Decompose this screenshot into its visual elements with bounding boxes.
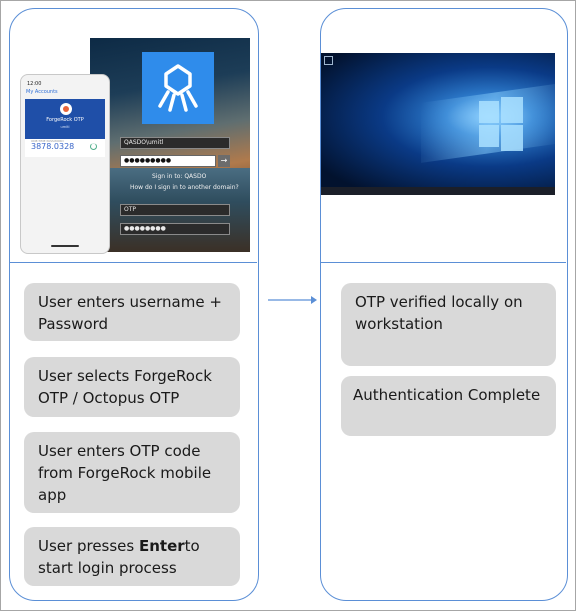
left-panel-divider [10,262,257,263]
otp-code: 3878.0328 [31,142,75,151]
home-indicator [51,245,79,247]
phone-screenshot: 12:00 My Accounts ForgeRock OTP umitl ON… [20,74,110,254]
timer-icon [90,143,97,150]
windows-desktop-screenshot [321,53,555,195]
step-text: Authentication Complete [353,386,541,404]
forgerock-icon [60,103,72,115]
app-name: ForgeRock OTP [46,117,84,123]
step-select-otp: User selects ForgeRock OTP / Octopus OTP [24,357,240,417]
windows-login-screenshot: QASDO\umitl ●●●●●●●●● → Sign in to: QASD… [90,38,250,252]
arrowhead-icon [311,296,317,304]
octopus-logo [142,52,214,124]
otp-label: ONE-TIME PASSWORD [31,139,64,143]
other-domain-link[interactable]: How do I sign in to another domain? [130,184,239,191]
step-text: OTP verified locally on workstation [355,293,523,333]
step-otp-verified: OTP verified locally on workstation [341,283,556,366]
step-text: User enters OTP code from ForgeRock mobi… [38,442,212,504]
otp-row [25,139,105,157]
account-card: ForgeRock OTP umitl [25,99,105,139]
step-text-after: to start login process [38,537,200,577]
step-press-enter: User presses Enterto start login process [24,527,240,586]
step-text: User selects ForgeRock OTP / Octopus OTP [38,367,212,407]
sign-in-to-label: Sign in to: QASDO [152,173,207,180]
octopus-icon [158,64,198,112]
otp-method-select[interactable]: OTP [120,204,230,216]
account-sub: umitl [60,125,70,129]
step-auth-complete: Authentication Complete [341,376,556,436]
username-field[interactable]: QASDO\umitl [120,137,230,149]
right-panel-divider [321,262,566,263]
submit-arrow-button[interactable]: → [218,155,230,167]
otp-code-field[interactable]: ●●●●●●●● [120,223,230,235]
step-text: User enters username + Password [38,293,222,333]
step-enter-credentials: User enters username + Password [24,283,240,341]
step-text-before: User presses [38,537,139,555]
back-link[interactable]: My Accounts [26,89,58,95]
step-enter-otp: User enters OTP code from ForgeRock mobi… [24,432,240,513]
desktop-icon[interactable] [324,56,333,65]
windows-logo-icon [479,97,523,151]
taskbar[interactable] [321,187,555,195]
password-field[interactable]: ●●●●●●●●● [120,155,216,167]
phone-time: 12:00 [27,81,42,87]
enter-key-label: Enter [139,537,185,555]
